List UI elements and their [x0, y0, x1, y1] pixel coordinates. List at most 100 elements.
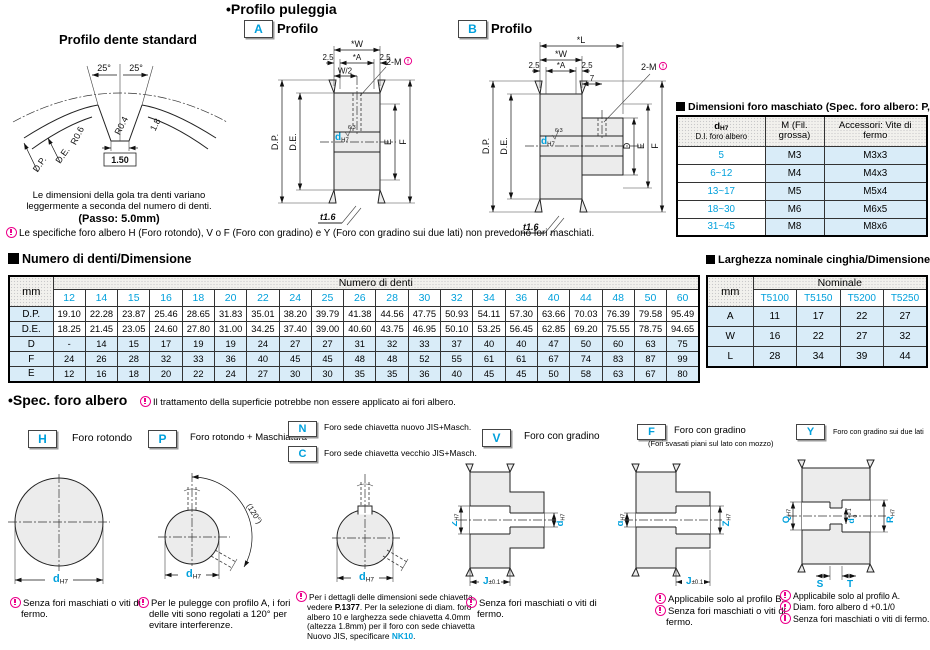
teeth-cell: 45	[310, 351, 345, 367]
profile-b-25l: 2.5	[528, 61, 540, 70]
care-icon	[780, 590, 791, 601]
section-marker	[8, 253, 19, 264]
spec-h-label: Foro rotondo	[72, 432, 133, 444]
spec-p-tag: P	[148, 430, 177, 448]
tapped-col2-header: M (Fil. grossa)	[764, 115, 825, 147]
tooth-r-side: R0.6	[69, 125, 87, 146]
d-symbol: d	[53, 573, 60, 585]
care-icon	[780, 612, 791, 624]
teeth-cell: 43.75	[375, 321, 409, 337]
spec-v-note: Senza fori maschiati o viti di fermo.	[466, 597, 625, 620]
teeth-col-header: 16	[149, 289, 183, 307]
profile-b-de-dim: D.E.	[499, 137, 509, 155]
teeth-cell: 67	[633, 366, 668, 382]
teeth-cell: 33	[407, 336, 442, 352]
belt-table-title: Larghezza nominale cinghia/Dimensione	[706, 254, 930, 266]
spec-y-note3-text: Senza fori maschiati o viti di fermo.	[793, 613, 930, 624]
teeth-col-header: 24	[278, 289, 312, 307]
teeth-cell: 48	[375, 351, 409, 367]
tooth-angle-left: 25°	[97, 63, 111, 73]
profile-b-diagram: 2-M *L *W 2.5 *A 2.5 7 D.P. D.E.	[481, 35, 668, 236]
spec-f-note1-text: Applicabile solo al profilo B.	[668, 594, 785, 605]
spec-f-note1: Applicabile solo al profilo B.	[655, 593, 795, 605]
spec-y-d-tol: d+0.10	[846, 508, 859, 523]
surface-treatment-note-text: Il trattamento della superficie potrebbe…	[153, 397, 456, 407]
tapped-col1-header: dH7 D.I. foro albero	[676, 115, 766, 147]
z-symbol: Z	[721, 520, 732, 526]
caption-line-2: leggermente a seconda del numero di dent…	[26, 200, 212, 212]
tooth-profile-title: Profilo dente standard	[59, 32, 197, 47]
tapped-cell: M3	[764, 145, 825, 165]
d-tol-sup: +0.1	[847, 508, 853, 518]
profile-a-de-dim: D.E.	[288, 133, 298, 151]
belt-cell: 44	[883, 346, 928, 367]
spec-y-note1: Applicabile solo al profilo A.	[780, 590, 930, 601]
teeth-col-header: 32	[440, 289, 474, 307]
teeth-table-title: Numero di denti/Dimensione	[8, 252, 191, 266]
belt-row-label: W	[706, 326, 754, 347]
z-symbol: Z	[452, 520, 460, 526]
teeth-cell: 87	[633, 351, 668, 367]
teeth-cell: 45	[504, 366, 538, 382]
profile-b-l-dim: *L	[577, 35, 586, 45]
teeth-cell: 48	[343, 351, 377, 367]
teeth-cell: 70.03	[569, 306, 603, 322]
teeth-col-header: 25	[310, 289, 345, 307]
spec-f-note2: Senza fori maschiati o viti di fermo.	[655, 605, 795, 628]
teeth-cell: 27	[246, 366, 280, 382]
spec-p-diagram: (120°) dH7	[158, 473, 264, 581]
r-symbol: R	[885, 516, 896, 523]
spec-y-t-dim: T	[847, 579, 853, 588]
spec-h-note: Senza fori maschiati o viti di fermo.	[10, 597, 159, 620]
tapped-cell: M6x5	[823, 199, 928, 219]
teeth-cell: 78.75	[633, 321, 668, 337]
d-symbol: d	[186, 568, 193, 580]
profile-b-25r: 2.5	[581, 61, 593, 70]
teeth-cell: 46.95	[407, 321, 442, 337]
teeth-cell: 26	[84, 351, 119, 367]
teeth-cell: 24	[52, 351, 86, 367]
profile-b-w-dim: *W	[555, 49, 568, 59]
care-icon	[296, 591, 307, 602]
teeth-cell: 40	[440, 366, 474, 382]
spec-f-zh7: ZH7	[721, 514, 733, 527]
teeth-row-label: F	[8, 351, 54, 367]
surface-treatment-note: Il trattamento della superficie potrebbe…	[140, 396, 571, 408]
section-marker	[676, 102, 685, 111]
teeth-cell: 14	[84, 336, 119, 352]
teeth-cell: 39.79	[310, 306, 345, 322]
teeth-cell: 50.93	[440, 306, 474, 322]
teeth-cell: 76.39	[601, 306, 635, 322]
j-symbol: J	[686, 576, 692, 587]
spec-nc-note: Per i dettagli delle dimensioni sede chi…	[296, 591, 479, 642]
teeth-cell: 99	[666, 351, 700, 367]
profile-a-dp-dim: D.P.	[270, 134, 280, 150]
care-icon	[655, 593, 666, 604]
teeth-cell: 47	[536, 336, 571, 352]
spec-h-note-text: Senza fori maschiati o viti di fermo.	[21, 598, 141, 621]
nc-note-part3: . Per la selezione di diam. foro albero …	[307, 601, 475, 642]
profile-a-f-dim: F	[398, 139, 408, 145]
tapped-cell: M4	[764, 163, 825, 183]
care-icon	[403, 56, 413, 66]
belt-cell: 28	[752, 346, 797, 367]
spec-y-label: Foro con gradino sui due lati	[833, 427, 924, 436]
teeth-cell: 35.01	[246, 306, 280, 322]
spec-y-qh7: QH7	[782, 509, 793, 523]
belt-cell: 27	[839, 326, 884, 347]
teeth-cell: 23.05	[117, 321, 151, 337]
tooth-dp-label: D.P.	[31, 155, 49, 174]
profile-b-f-dim: F	[650, 143, 660, 149]
teeth-cell: 31.00	[213, 321, 248, 337]
teeth-cell: 69.20	[569, 321, 603, 337]
section-marker	[706, 255, 715, 264]
nc-note-page-ref: P.1377	[334, 601, 360, 612]
spec-y-note3: Senza fori maschiati o viti di fermo.	[780, 612, 930, 624]
